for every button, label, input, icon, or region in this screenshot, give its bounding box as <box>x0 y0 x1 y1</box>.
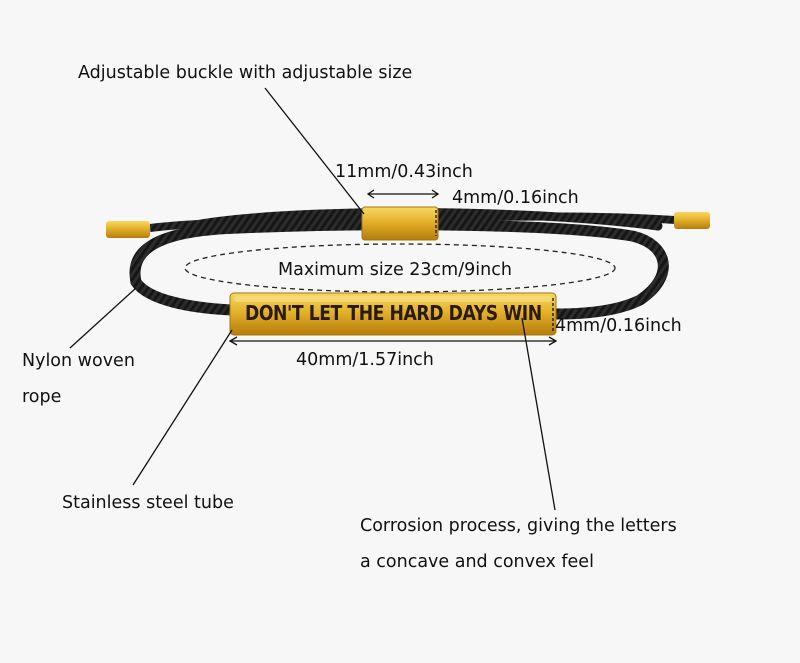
bar-engraving: DON'T LET THE HARD DAYS WIN <box>245 301 542 325</box>
leader-rope <box>69 287 137 349</box>
label-buckle-length: 11mm/0.43inch <box>335 162 473 182</box>
label-rope-line1: Nylon woven <box>22 351 135 371</box>
label-max-size: Maximum size 23cm/9inch <box>278 260 512 280</box>
rope-front-left <box>130 276 238 316</box>
rope-tail-left <box>149 214 369 232</box>
leader-corrosion <box>521 317 556 511</box>
label-corrosion-line2: a concave and convex feel <box>360 552 594 572</box>
engraved-bar <box>229 292 557 336</box>
label-rope: Nylon woven rope <box>22 343 135 415</box>
label-rope-line2: rope <box>22 387 62 407</box>
label-tube: Stainless steel tube <box>62 493 234 513</box>
end-cap-left <box>106 221 150 238</box>
rope-tail-right <box>437 212 691 225</box>
end-cap-right <box>674 212 710 229</box>
leader-tube <box>132 329 233 486</box>
rope-front <box>129 219 669 320</box>
label-bar-height: 4mm/0.16inch <box>555 316 682 336</box>
label-bar-length: 40mm/1.57inch <box>296 350 434 370</box>
leader-buckle <box>264 87 365 215</box>
label-corrosion-line1: Corrosion process, giving the letters <box>360 516 677 536</box>
label-corrosion: Corrosion process, giving the letters a … <box>360 508 677 580</box>
buckle <box>361 206 439 241</box>
label-buckle-height: 4mm/0.16inch <box>452 188 579 208</box>
label-buckle: Adjustable buckle with adjustable size <box>78 63 413 83</box>
max-size-ellipse <box>184 243 616 293</box>
